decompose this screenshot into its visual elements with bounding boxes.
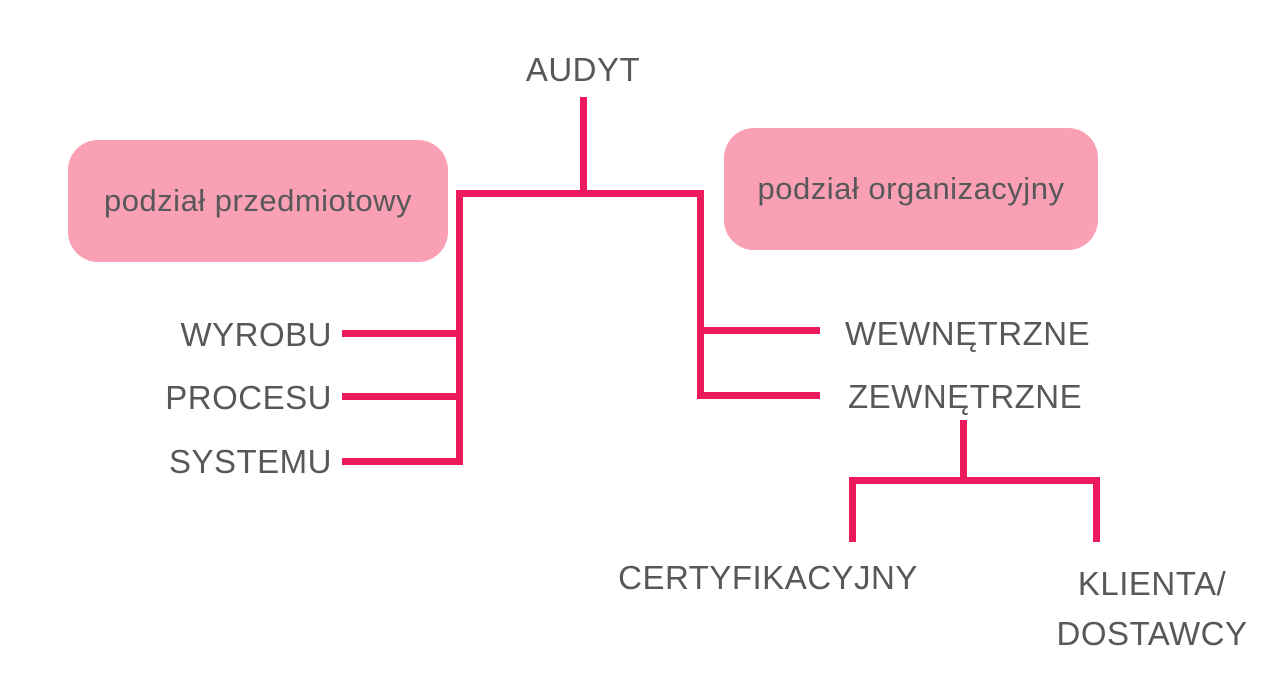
- node-wyrobu: WYROBU: [180, 316, 332, 353]
- connector-certyfikacyjny-drop: [849, 477, 856, 542]
- node-wewnetrzne: WEWNĘTRZNE: [845, 315, 1091, 352]
- category-box-przedmiotowy: podział przedmiotowy: [68, 140, 448, 262]
- node-klienta-line1: KLIENTA/: [1077, 565, 1227, 602]
- connector-zewnetrzne-down: [960, 420, 967, 484]
- category-box-przedmiotowy-label: podział przedmiotowy: [103, 183, 413, 218]
- node-certyfikacyjny: CERTYFIKACYJNY: [618, 559, 918, 596]
- connector-top-horizontal: [456, 190, 704, 197]
- node-zewnetrzne: ZEWNĘTRZNE: [848, 378, 1083, 415]
- connector-root-vertical: [580, 97, 587, 197]
- category-box-organizacyjny: podział organizacyjny: [724, 128, 1098, 250]
- connector-systemu-branch: [342, 458, 463, 465]
- connector-left-vertical: [456, 190, 463, 465]
- connector-right-vertical: [697, 190, 704, 399]
- node-dostawcy-line2: DOSTAWCY: [1056, 615, 1248, 652]
- connector-zewnetrzne-branch: [697, 392, 820, 399]
- root-node-label: AUDYT: [525, 51, 641, 88]
- node-procesu: PROCESU: [165, 379, 332, 416]
- connector-wewnetrzne-branch: [697, 327, 820, 334]
- category-box-organizacyjny-label: podział organizacyjny: [757, 171, 1065, 206]
- connector-bottom-horizontal: [849, 477, 1100, 484]
- connector-wyrobu-branch: [342, 330, 463, 337]
- node-systemu: SYSTEMU: [168, 443, 332, 480]
- connector-procesu-branch: [342, 393, 463, 400]
- node-klienta-dostawcy: KLIENTA/ DOSTAWCY: [1032, 559, 1272, 659]
- connector-klienta-drop: [1093, 477, 1100, 542]
